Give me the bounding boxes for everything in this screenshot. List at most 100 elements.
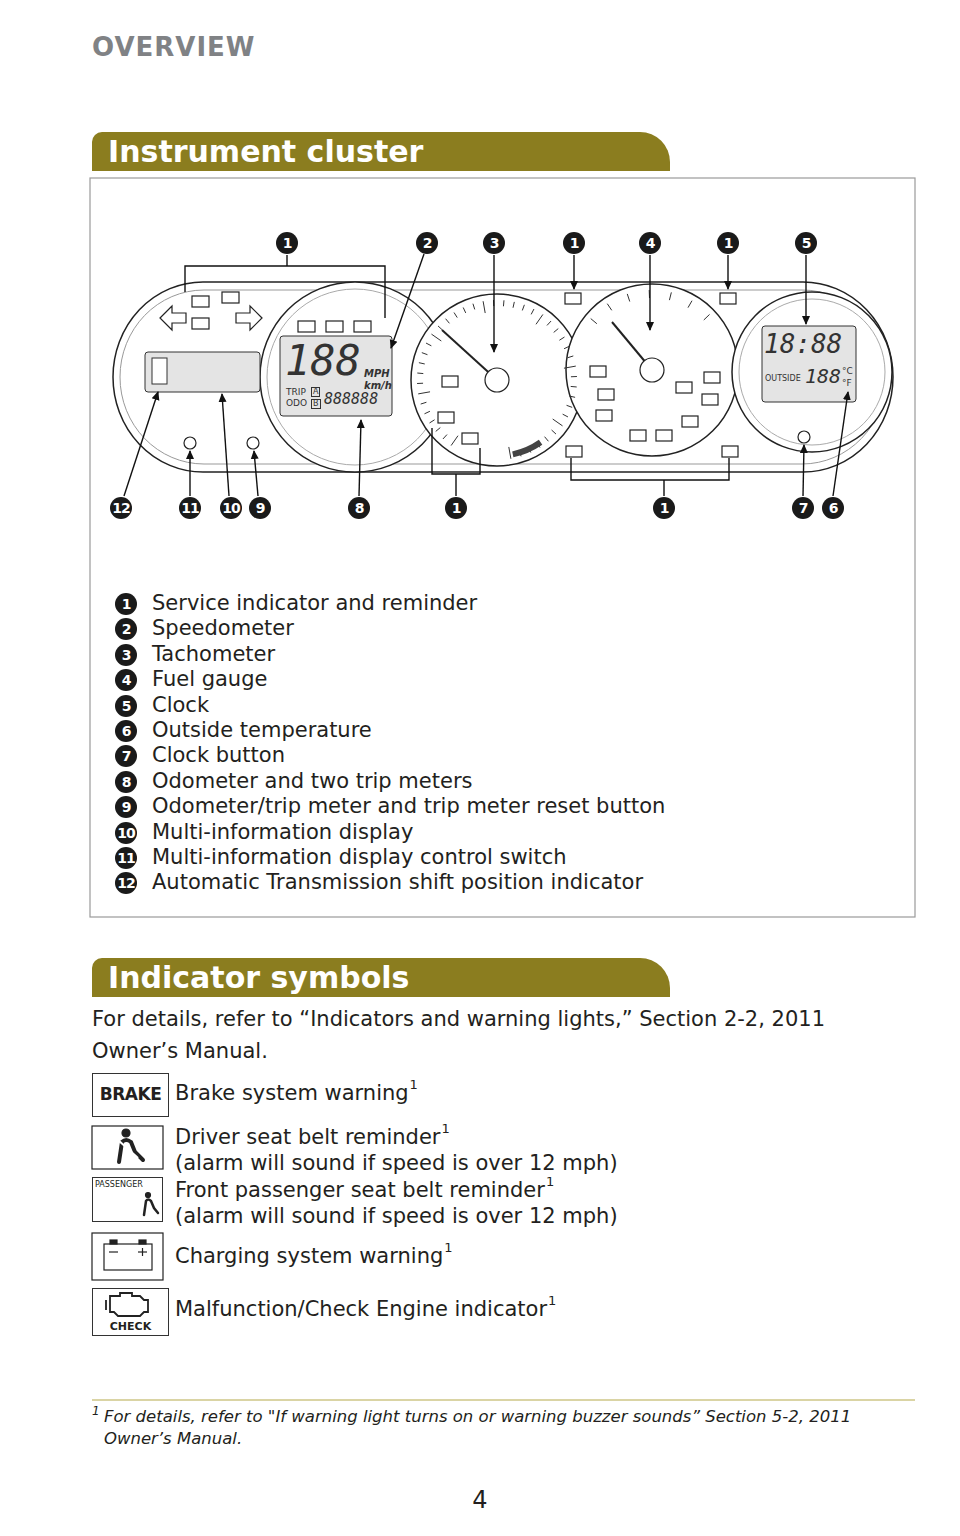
scale-tick [553,419,563,426]
scale-tick [446,319,450,324]
scale-tick [513,302,514,308]
label-text: Driver seat belt reminder [175,1125,441,1150]
lcd-caption: OUTSIDE [765,375,801,383]
label-text: (alarm will sound if speed is over 12 mp… [175,1204,618,1229]
footnote-mark: 1 [546,1174,554,1190]
callout-number: 2 [416,232,438,254]
page-heading: OVERVIEW [92,32,256,63]
page-number: 4 [472,1486,487,1515]
reference-note: For details, refer to “Indicators and wa… [92,1003,892,1067]
scale-tick [438,326,442,330]
callout-number: 5 [795,232,817,254]
scale-tick [436,428,441,432]
lcd-caption: ODO [286,399,307,408]
callout-number: 11 [115,847,137,869]
scale-tick [483,301,485,313]
indicator-box: CHECK [92,1288,169,1336]
lcd-digits: 18:88 [764,331,842,357]
scale-tick [688,301,692,308]
label-text: (alarm will sound if speed is over 12 mp… [175,1151,618,1176]
scale-tick [554,329,559,333]
scale-tick [571,386,577,388]
lcd-digits: 188 [805,366,841,386]
label-text: Fuel gauge [152,667,267,692]
scale-tick [564,366,576,368]
scale-tick [531,309,534,314]
lcd-caption: TRIP [286,388,306,397]
callout-number: 6 [822,497,844,519]
callout-number: 6 [115,720,137,742]
scale-tick [607,304,611,311]
footnote-mark: 1 [410,1077,418,1093]
scale-tick [591,319,597,324]
lcd-panels [145,326,856,416]
scale-tick [430,420,435,423]
scale-tick [669,292,671,300]
node-text: PASSENGER [95,1180,143,1189]
cluster-housing [113,282,893,472]
scale-tick [567,405,573,407]
label-text: Tachometer [152,642,275,667]
callout-number: 8 [348,497,370,519]
scale-tick [569,396,575,397]
scale-tick [503,300,505,306]
scale-tick [571,376,577,377]
footnote-mark: 1 [444,1240,452,1256]
indicator-box: PASSENGER [92,1177,163,1222]
label-text: Multi-information display control switch [152,845,567,870]
callout-number: 1 [445,497,467,519]
scale-tick [545,437,549,442]
section-band: Indicator symbols [92,958,670,997]
callout-number: 7 [115,745,137,767]
indicator-lamps [160,292,810,457]
label-text: Odometer/trip meter and trip meter reset… [152,794,665,819]
label-text: Multi-information display [152,820,413,845]
callout-number: 7 [792,497,814,519]
scale-tick [627,294,629,302]
scale-tick [473,304,475,310]
scale-tick [509,447,511,459]
section-band: Instrument cluster [92,132,670,171]
callout-number: 9 [249,497,271,519]
callout-number: 3 [115,644,137,666]
lcd-digits: 188 [285,340,361,382]
scale-tick [522,305,524,311]
callout-number: 2 [115,618,137,640]
label-text: Brake system warning [175,1081,409,1106]
label-text: Speedometer [152,616,294,641]
node-text: CHECK [93,1320,168,1333]
callout-number: 10 [220,497,242,519]
callout-number: 4 [639,232,661,254]
callout-number: 12 [110,497,132,519]
scale-tick [421,402,427,404]
red-zone [513,442,541,454]
scale-tick [422,353,428,355]
scale-tick [417,383,423,384]
callout-number: 10 [115,822,137,844]
scale-tick [419,363,425,364]
label-text: Malfunction/Check Engine indicator [175,1297,547,1322]
callout-number: 8 [115,771,137,793]
scale-tick [451,436,458,446]
callout-number: 5 [115,695,137,717]
label-text: Charging system warning [175,1244,443,1269]
node-text: BRAKE [93,1084,168,1104]
scale-tick [417,373,423,375]
footnote-mark: 1 [92,1404,100,1418]
label-text: Outside temperature [152,718,372,743]
callout-number: 11 [179,497,201,519]
node-text: Indicator symbols [92,958,409,997]
lcd-unit: MPH [364,369,390,379]
lcd-caption: A [311,387,320,397]
label-text: Clock [152,693,209,718]
lcd-unit: km/h [364,381,392,391]
callout-number: 1 [115,593,137,615]
scale-tick [568,356,574,358]
callout-number: 1 [276,232,298,254]
label-text: Automatic Transmission shift position in… [152,870,643,895]
footnote-mark: 1 [442,1121,450,1137]
scale-tick [547,321,551,325]
callout-number: 12 [115,872,137,894]
label-text: Service indicator and reminder [152,591,477,616]
